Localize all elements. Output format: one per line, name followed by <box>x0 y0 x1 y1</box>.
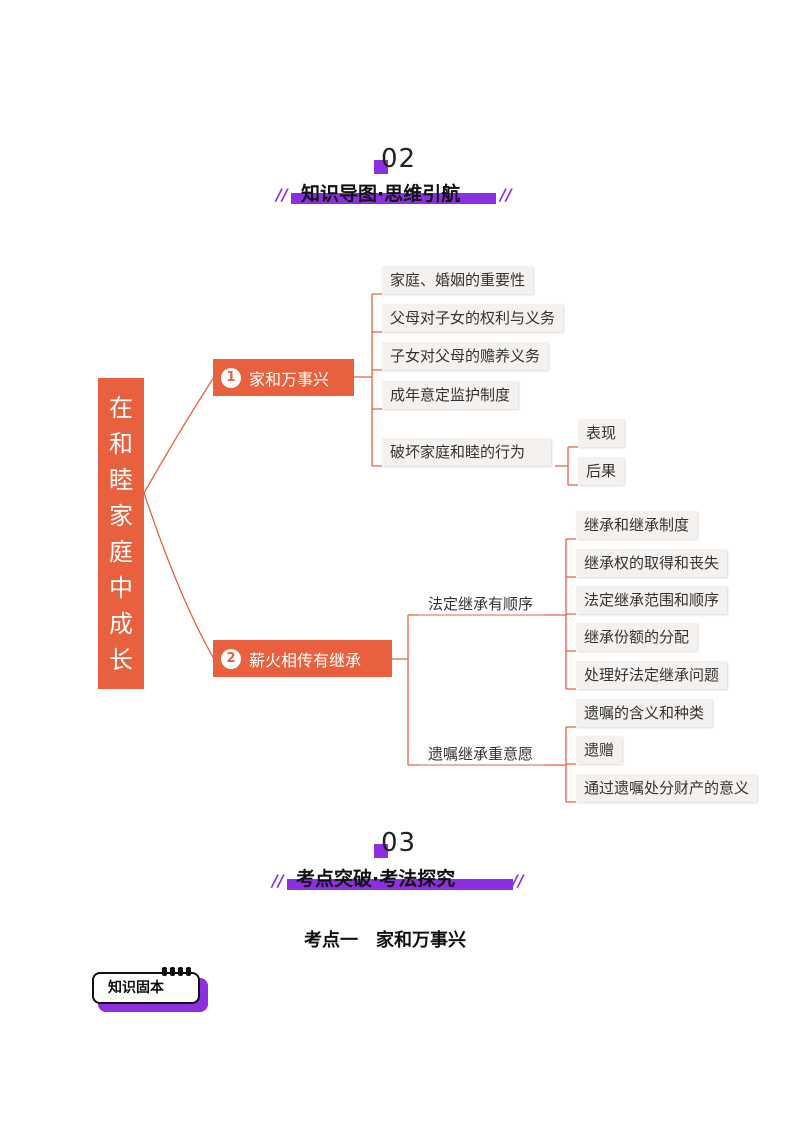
root-char: 庭 <box>109 537 133 566</box>
will-leaf: 遗赠 <box>576 736 623 764</box>
mindmap-connectors <box>143 293 578 803</box>
knowledge-badge: 知识固本 <box>92 967 208 1012</box>
root-char: 和 <box>109 429 133 458</box>
section-3-title-underline <box>287 879 513 890</box>
branch1-leaf: 家庭、婚姻的重要性 <box>382 266 534 294</box>
root-char: 中 <box>109 573 133 602</box>
connector-root-branch2 <box>143 492 215 660</box>
legal-leaf: 法定继承范围和顺序 <box>576 586 728 614</box>
legal-leaf: 继承和继承制度 <box>576 511 698 539</box>
section-2-left-slash-icon: // <box>276 185 288 204</box>
section-3-right-slash-icon: // <box>512 871 524 890</box>
branch1-leaf: 破坏家庭和睦的行为 <box>382 438 552 466</box>
binder-ring-icon <box>162 967 167 976</box>
connector-branch2-mids <box>392 614 418 766</box>
root-char: 在 <box>109 393 133 422</box>
connector-destroy-sub <box>555 446 578 486</box>
branch1-leaf: 子女对父母的赡养义务 <box>382 342 549 370</box>
section-2-right-slash-icon: // <box>500 185 512 204</box>
branch2-mid-will: 遗嘱继承重意愿 <box>428 745 534 763</box>
section-2-number-mark <box>374 160 388 174</box>
badge-label: 知识固本 <box>92 972 200 1004</box>
section-2-title: 知识导图·思维引航 <box>301 183 461 205</box>
connector-mid1-children <box>545 538 576 690</box>
branch-2-number-badge: 2 <box>221 648 241 669</box>
binder-ring-icon <box>186 967 191 976</box>
branch1-leaf: 成年意定监护制度 <box>382 381 519 409</box>
branch-2-label: 薪火相传有继承 <box>249 650 362 670</box>
destroy-sub-leaf: 表现 <box>578 419 625 447</box>
branch-2: 2 薪火相传有继承 <box>213 640 392 677</box>
branch-1-label: 家和万事兴 <box>249 369 330 389</box>
branch-1-number-badge: 1 <box>221 367 241 388</box>
section-3-title: 考点突破·考法探究 <box>296 868 456 890</box>
kaodian-title: 考点一 家和万事兴 <box>304 930 466 951</box>
section-2-number: 02 <box>381 144 417 174</box>
section-3-number-mark <box>374 844 388 858</box>
legal-leaf: 继承权的取得和丧失 <box>576 549 728 577</box>
root-char: 家 <box>109 501 133 530</box>
will-leaf: 遗嘱的含义和种类 <box>576 699 713 727</box>
binder-ring-icon <box>178 967 183 976</box>
branch-1: 1 家和万事兴 <box>213 359 354 396</box>
root-char: 成 <box>109 609 133 638</box>
root-char: 长 <box>109 645 133 674</box>
legal-leaf: 继承份额的分配 <box>576 623 698 651</box>
connector-branch1-children <box>354 293 382 467</box>
branch2-mid-legal: 法定继承有顺序 <box>428 595 534 613</box>
connector-root-branch1 <box>143 376 215 494</box>
section-2-title-underline <box>291 193 496 204</box>
section-3-number: 03 <box>381 828 417 858</box>
binder-ring-icon <box>170 967 175 976</box>
destroy-sub-leaf: 后果 <box>578 457 625 485</box>
mindmap-root: 在 和 睦 家 庭 中 成 长 <box>98 378 144 689</box>
legal-leaf: 处理好法定继承问题 <box>576 661 728 689</box>
root-char: 睦 <box>109 465 133 494</box>
section-3-left-slash-icon: // <box>272 871 284 890</box>
branch1-leaf: 父母对子女的权利与义务 <box>382 304 564 332</box>
connector-mid2-children <box>545 726 576 803</box>
will-leaf: 通过遗嘱处分财产的意义 <box>576 774 758 802</box>
